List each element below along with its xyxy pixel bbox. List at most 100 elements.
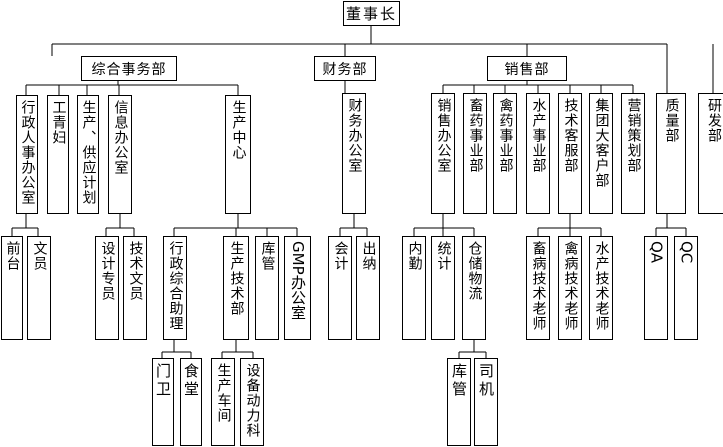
admin-hr-office-box: 行政人事办公室	[16, 95, 38, 214]
accountant-label: 会计	[332, 241, 349, 271]
key-accounts-box: 集团大客户部	[589, 93, 613, 214]
quality-box: 质量部	[656, 93, 686, 214]
finance-office-label: 财务办公室	[346, 98, 363, 173]
marketing-label: 营销策划部	[625, 98, 642, 173]
sales-box: 销售部	[487, 56, 567, 81]
production-center-label: 生产中心	[230, 100, 247, 160]
front-desk-label: 前台	[4, 241, 21, 271]
connector-sales-office	[413, 214, 475, 236]
warehouse-box: 库管	[255, 236, 279, 340]
connector-quality	[655, 214, 687, 236]
connector-admin-hr	[11, 214, 39, 236]
sales-office-box: 销售办公室	[431, 93, 455, 214]
equipment-dept-label: 设备动力科	[244, 363, 261, 438]
rd-box: 研发部	[698, 93, 723, 214]
aquatic-label: 水产事业部	[530, 98, 547, 173]
chairman-label: 董事长	[345, 5, 397, 23]
qa-label: QA	[647, 241, 666, 264]
statistics-label: 统计	[435, 241, 452, 271]
connector-logistics	[458, 340, 487, 358]
poultry-vet-box: 禽病技术老师	[558, 236, 582, 340]
cashier-box: 出纳	[356, 236, 380, 340]
connector-general	[25, 81, 239, 95]
guard-box: 门卫	[152, 358, 174, 446]
qc-label: QC	[677, 241, 696, 264]
connector-root	[51, 26, 714, 93]
production-supply-label: 生产、供应计划	[80, 100, 97, 205]
admin-assistant-box: 行政综合助理	[163, 236, 187, 340]
warehouse-label: 库管	[259, 241, 276, 271]
sales-office-label: 销售办公室	[435, 98, 452, 173]
connector-production-tech	[221, 340, 254, 358]
connector-production-center	[173, 214, 298, 236]
tech-clerk-label: 技术文员	[127, 241, 144, 301]
logistics-warehouse-label: 库管	[450, 363, 468, 399]
rd-label: 研发部	[706, 98, 722, 143]
sales-label: 销售部	[504, 61, 550, 78]
tech-service-label: 技术客服部	[562, 98, 579, 173]
canteen-box: 食堂	[180, 358, 202, 446]
poultry-vet-label: 禽病技术老师	[562, 241, 579, 331]
finance-box: 财务部	[314, 56, 376, 81]
tech-clerk-box: 技术文员	[123, 236, 147, 340]
production-tech-label: 生产技术部	[228, 241, 245, 316]
qa-box: QA	[644, 236, 668, 340]
marketing-box: 营销策划部	[621, 93, 645, 214]
connector-sales	[442, 81, 634, 93]
tech-service-box: 技术客服部	[558, 93, 582, 214]
cashier-label: 出纳	[360, 241, 377, 271]
chairman-box: 董事长	[343, 1, 400, 26]
general-affairs-box: 综合事务部	[81, 56, 177, 81]
livestock-drugs-label: 畜药事业部	[467, 98, 484, 173]
aquatic-vet-box: 水产技术老师	[589, 236, 613, 340]
key-accounts-label: 集团大客户部	[593, 98, 610, 188]
design-specialist-box: 设计专员	[95, 236, 119, 340]
guard-label: 门卫	[154, 363, 172, 399]
union-women-box: 工青妇	[47, 95, 69, 214]
gmp-office-box: GMP办公室	[284, 236, 311, 340]
info-office-box: 信息办公室	[108, 95, 132, 214]
equipment-dept-box: 设备动力科	[240, 358, 264, 446]
connector-info	[105, 214, 135, 236]
finance-label: 财务部	[322, 61, 368, 78]
design-specialist-label: 设计专员	[99, 241, 116, 301]
general-affairs-label: 综合事务部	[91, 61, 167, 78]
clerk-label: 文员	[31, 241, 48, 271]
connector-tech-service	[537, 214, 602, 236]
aquatic-box: 水产事业部	[526, 93, 550, 214]
workshop-box: 生产车间	[211, 358, 235, 446]
office-work-label: 内勤	[406, 241, 423, 271]
front-desk-box: 前台	[1, 236, 23, 340]
connector-finance	[339, 81, 368, 236]
union-women-label: 工青妇	[50, 100, 67, 145]
office-work-box: 内勤	[402, 236, 426, 340]
info-office-label: 信息办公室	[112, 100, 129, 175]
livestock-vet-box: 畜病技术老师	[526, 236, 550, 340]
clerk-box: 文员	[27, 236, 51, 340]
accountant-box: 会计	[328, 236, 352, 340]
production-supply-box: 生产、供应计划	[77, 95, 99, 214]
livestock-drugs-box: 畜药事业部	[463, 93, 487, 214]
admin-assistant-label: 行政综合助理	[167, 241, 184, 331]
production-center-box: 生产中心	[225, 95, 251, 214]
production-tech-box: 生产技术部	[223, 236, 249, 340]
livestock-vet-label: 畜病技术老师	[530, 241, 547, 331]
aquatic-vet-label: 水产技术老师	[593, 241, 610, 331]
canteen-label: 食堂	[182, 363, 200, 399]
logistics-label: 仓储物流	[466, 241, 483, 301]
driver-box: 司机	[474, 358, 498, 446]
workshop-label: 生产车间	[215, 363, 232, 423]
poultry-drugs-label: 禽药事业部	[497, 98, 514, 173]
logistics-box: 仓储物流	[462, 236, 486, 340]
finance-office-box: 财务办公室	[342, 93, 366, 214]
connector-admin-assistant	[161, 340, 192, 358]
logistics-warehouse-box: 库管	[447, 358, 471, 446]
admin-hr-office-label: 行政人事办公室	[19, 100, 36, 205]
poultry-drugs-box: 禽药事业部	[493, 93, 517, 214]
statistics-box: 统计	[431, 236, 455, 340]
driver-label: 司机	[477, 363, 495, 399]
qc-box: QC	[674, 236, 698, 340]
gmp-office-label: GMP办公室	[289, 241, 307, 320]
quality-label: 质量部	[663, 98, 680, 143]
